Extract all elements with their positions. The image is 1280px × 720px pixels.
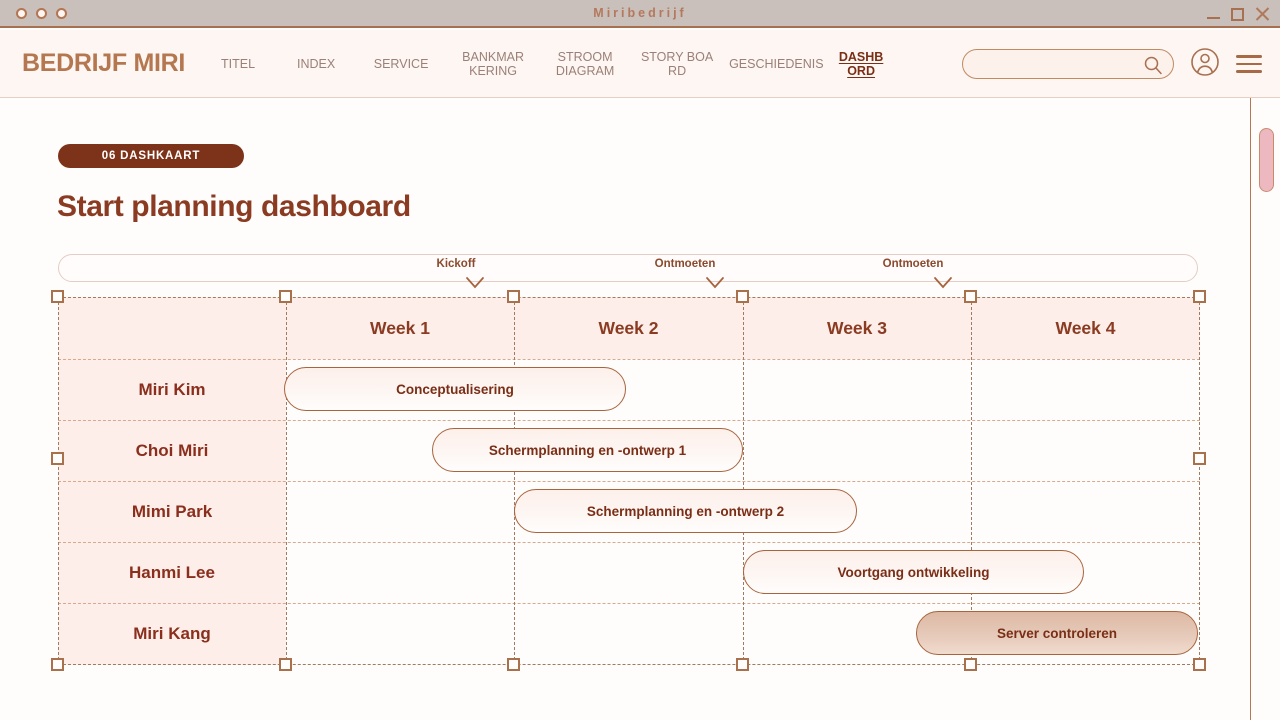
nav-item-service[interactable]: SERVICE	[373, 56, 429, 71]
gantt-row-label-mimi-park: Mimi Park	[131, 501, 213, 521]
resize-handle-bottom-left[interactable]	[51, 658, 64, 671]
close-icon[interactable]	[1255, 7, 1270, 22]
vertical-scrollbar-track[interactable]	[1250, 98, 1280, 720]
timeline-track[interactable]	[58, 254, 1198, 282]
gantt-task-schermplanning-ontwerp-2[interactable]: Schermplanning en -ontwerp 2	[514, 489, 857, 533]
grid-col-line	[514, 297, 515, 665]
chevron-down-icon	[464, 276, 486, 294]
resize-handle-bottom[interactable]	[964, 658, 977, 671]
nav-item-index[interactable]: INDEX	[296, 56, 336, 71]
grid-row-line	[58, 542, 1200, 543]
vertical-scrollbar-thumb[interactable]	[1259, 128, 1274, 192]
resize-handle-bottom[interactable]	[736, 658, 749, 671]
gantt-task-voortgang-ontwikkeling[interactable]: Voortgang ontwikkeling	[743, 550, 1084, 594]
search-icon[interactable]	[1143, 55, 1163, 80]
grid-col-line	[971, 297, 972, 665]
resize-handle-top[interactable]	[279, 290, 292, 303]
grid-row-line	[58, 481, 1200, 482]
nav-item-storyboard[interactable]: STORY BOA RD	[640, 49, 714, 78]
page-title: Start planning dashboard	[57, 190, 411, 223]
resize-handle-right[interactable]	[1193, 452, 1206, 465]
gantt-grid-outline	[58, 297, 1200, 665]
milestone-label: Ontmoeten	[654, 258, 716, 270]
gantt-task-conceptualisering[interactable]: Conceptualisering	[284, 367, 626, 411]
search-box[interactable]	[962, 49, 1174, 79]
gantt-task-schermplanning-ontwerp-1[interactable]: Schermplanning en -ontwerp 1	[432, 428, 743, 472]
resize-handle-top-right[interactable]	[1193, 290, 1206, 303]
grid-row-line	[58, 420, 1200, 421]
page-content: 06 DASHKAART Start planning dashboard Ki…	[0, 98, 1248, 720]
milestone-ontmoeten-2[interactable]: Ontmoeten	[883, 258, 974, 289]
maximize-icon[interactable]	[1231, 7, 1244, 21]
grid-row-line	[58, 359, 1200, 360]
nav-item-stroomdiagram[interactable]: STROOM DIAGRAM	[555, 49, 615, 78]
milestone-label: Kickoff	[436, 258, 476, 270]
maximize-dot[interactable]	[56, 7, 67, 19]
nav-item-titel[interactable]: TITEL	[221, 56, 256, 71]
main-navbar: BEDRIJF MIRI TITEL INDEX SERVICE BANKMAR…	[0, 30, 1280, 98]
window-title: Miribedrijf	[593, 6, 687, 20]
milestone-kickoff[interactable]: Kickoff	[437, 258, 495, 289]
nav-items: TITEL INDEX SERVICE BANKMAR KERING STROO…	[199, 46, 907, 82]
close-dot[interactable]	[16, 7, 27, 19]
milestone-label: Ontmoeten	[882, 258, 944, 270]
chevron-down-icon	[704, 276, 726, 294]
gantt-row-label-choi-miri: Choi Miri	[135, 440, 209, 460]
gantt-column-week-3: Week 3	[827, 317, 887, 338]
nav-item-dashboard[interactable]: DASHB ORD	[838, 49, 884, 78]
user-account-icon[interactable]	[1190, 47, 1220, 82]
gantt-row-label-miri-kim: Miri Kim	[138, 379, 206, 399]
resize-handle-top[interactable]	[507, 290, 520, 303]
nav-right-group	[962, 30, 1262, 98]
gantt-task-server-controleren[interactable]: Server controleren	[916, 611, 1198, 655]
grid-row-line	[58, 603, 1200, 604]
minimize-dot[interactable]	[36, 7, 47, 19]
grid-col-line	[743, 297, 744, 665]
brand-logo[interactable]: BEDRIJF MIRI	[22, 49, 186, 77]
chevron-down-icon	[932, 276, 954, 294]
gantt-column-week-1: Week 1	[370, 317, 430, 338]
resize-handle-top[interactable]	[964, 290, 977, 303]
resize-handle-top-left[interactable]	[51, 290, 64, 303]
section-badge: 06 DASHKAART	[58, 144, 244, 168]
window-dot-group	[16, 7, 67, 19]
resize-handle-bottom[interactable]	[507, 658, 520, 671]
milestone-ontmoeten-1[interactable]: Ontmoeten	[655, 258, 746, 289]
nav-item-bankmarkering[interactable]: BANKMAR KERING	[462, 49, 524, 78]
window-titlebar: Miribedrijf	[0, 0, 1280, 28]
grid-col-line	[286, 297, 287, 665]
hamburger-menu-icon[interactable]	[1236, 55, 1262, 73]
gantt-row-label-miri-kang: Miri Kang	[133, 623, 211, 643]
minimize-icon[interactable]	[1207, 16, 1220, 19]
resize-handle-bottom-right[interactable]	[1193, 658, 1206, 671]
gantt-column-week-2: Week 2	[598, 317, 659, 338]
search-input[interactable]	[975, 51, 1151, 77]
resize-handle-bottom[interactable]	[279, 658, 292, 671]
gantt-row-label-hanmi-lee: Hanmi Lee	[129, 562, 215, 582]
window-controls	[1207, 0, 1270, 28]
gantt-column-week-4: Week 4	[1055, 317, 1116, 338]
gantt-chart: Week 1 Week 2 Week 3 Week 4 Miri Kim Cho…	[51, 290, 1206, 671]
nav-item-geschiedenis[interactable]: GESCHIEDENIS	[729, 56, 824, 71]
resize-handle-top[interactable]	[736, 290, 749, 303]
resize-handle-left[interactable]	[51, 452, 64, 465]
